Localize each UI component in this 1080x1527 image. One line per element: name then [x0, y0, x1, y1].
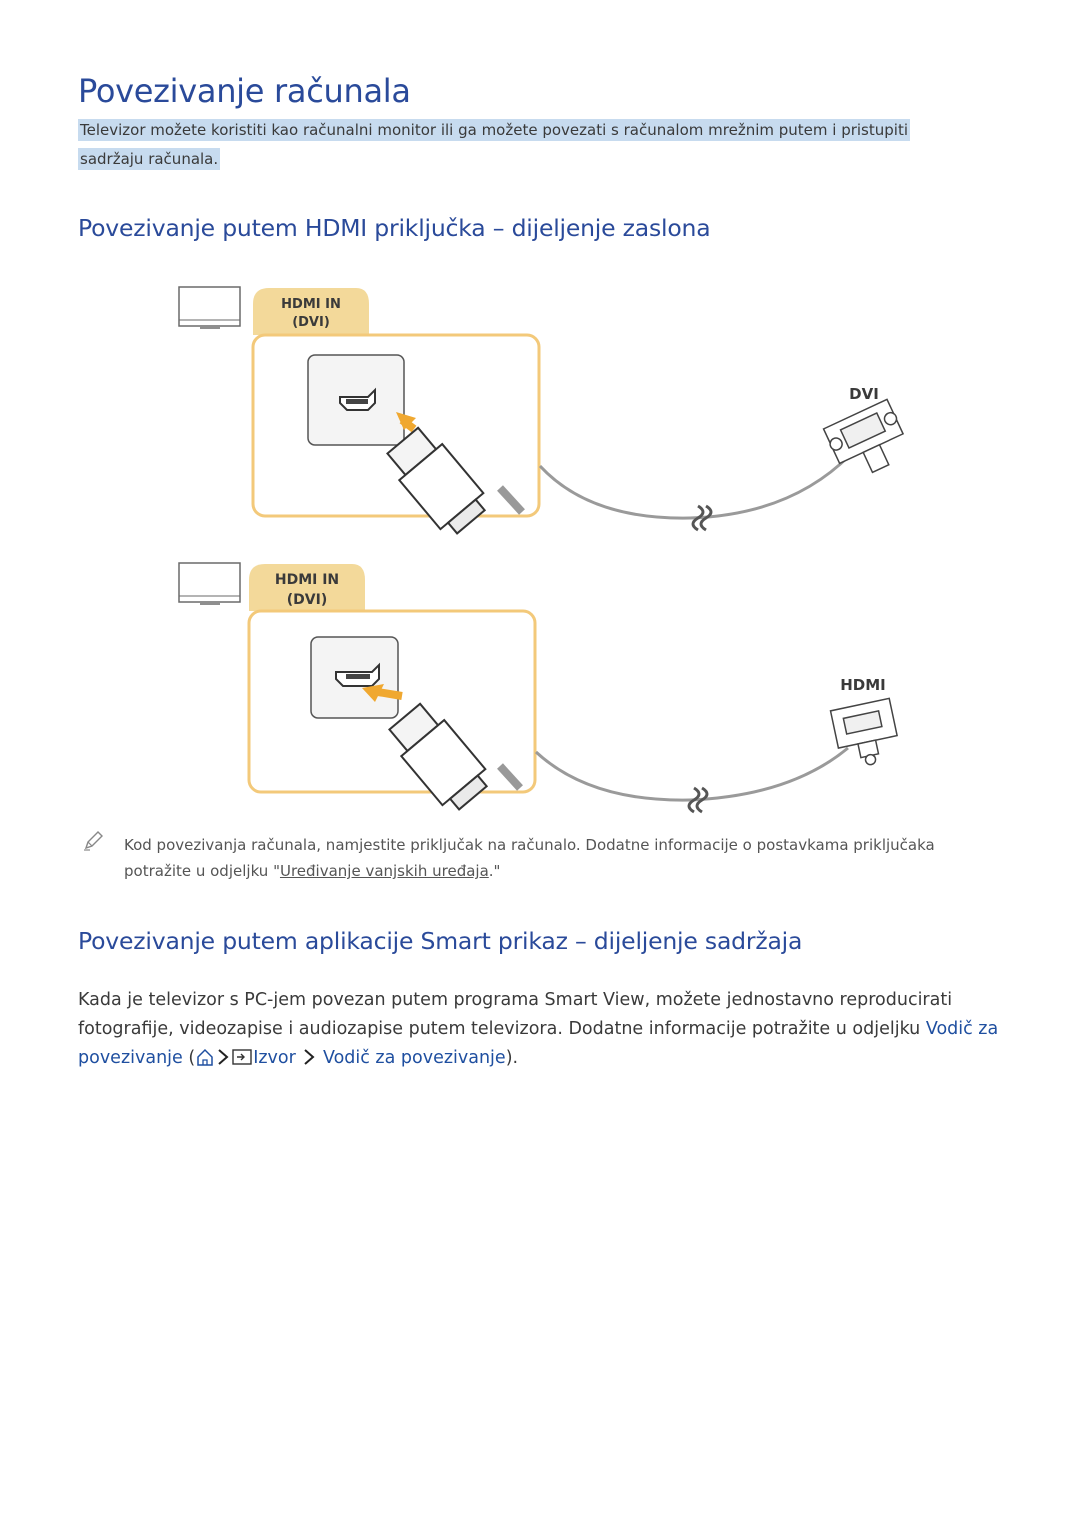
- chevron-right-icon: [218, 1049, 229, 1065]
- hdmi-port-icon: [307, 354, 405, 446]
- hdmi-dvi-connection-diagram: HDMI IN (DVI) DVI: [178, 286, 905, 535]
- intro-paragraph: Televizor možete koristiti kao računalni…: [78, 116, 958, 174]
- note-text-end: .": [488, 862, 501, 880]
- connection-note: Kod povezivanja računala, namjestite pri…: [124, 832, 1004, 884]
- intro-line-1: Televizor možete koristiti kao računalni…: [78, 119, 911, 141]
- hdmi-hdmi-connection-diagram: HDMI IN (DVI) HDMI: [178, 562, 898, 814]
- home-icon: [197, 1048, 213, 1066]
- menu-source[interactable]: Izvor: [253, 1048, 296, 1068]
- chevron-right-icon: [304, 1049, 315, 1065]
- port-label-hdmi-in: HDMI IN: [275, 572, 339, 588]
- port-label-dvi: (DVI): [287, 592, 327, 608]
- cable-end-label-dvi: DVI: [849, 385, 879, 403]
- smart-view-paragraph: Kada je televizor s PC-jem povezan putem…: [78, 986, 1008, 1073]
- source-icon: [232, 1049, 252, 1065]
- hdmi-plug-icon: [386, 426, 487, 535]
- menu-connection-guide[interactable]: Vodič za povezivanje: [322, 1048, 506, 1068]
- insert-arrow-icon: [396, 412, 417, 433]
- cable-end-label-hdmi: HDMI: [840, 676, 886, 694]
- dvi-connector-icon: [822, 398, 905, 474]
- hdmi-connector-icon: [829, 697, 898, 766]
- section-smart-view-heading: Povezivanje putem aplikacije Smart prika…: [78, 927, 803, 955]
- paren-close: ).: [505, 1048, 519, 1068]
- external-devices-link[interactable]: Uređivanje vanjskih uređaja: [279, 862, 489, 880]
- insert-arrow-icon: [362, 684, 403, 702]
- section-hdmi-heading: Povezivanje putem HDMI priključka – dije…: [78, 214, 711, 242]
- tv-icon: [178, 286, 241, 329]
- smart-view-text: Kada je televizor s PC-jem povezan putem…: [78, 990, 953, 1039]
- paren-open: (: [182, 1048, 196, 1068]
- port-label-dvi: (DVI): [292, 315, 330, 330]
- tv-icon: [178, 562, 241, 605]
- connection-guide-link[interactable]: Vodič za povezivanje: [78, 1019, 999, 1068]
- pencil-icon: [84, 831, 103, 851]
- note-text: Kod povezivanja računala, namjestite pri…: [124, 836, 935, 880]
- port-label-hdmi-in: HDMI IN: [281, 297, 341, 312]
- hdmi-plug-icon: [388, 702, 489, 811]
- hdmi-port-icon: [310, 636, 399, 719]
- page-title: Povezivanje računala: [78, 72, 411, 110]
- intro-line-2: sadržaju računala.: [78, 148, 221, 170]
